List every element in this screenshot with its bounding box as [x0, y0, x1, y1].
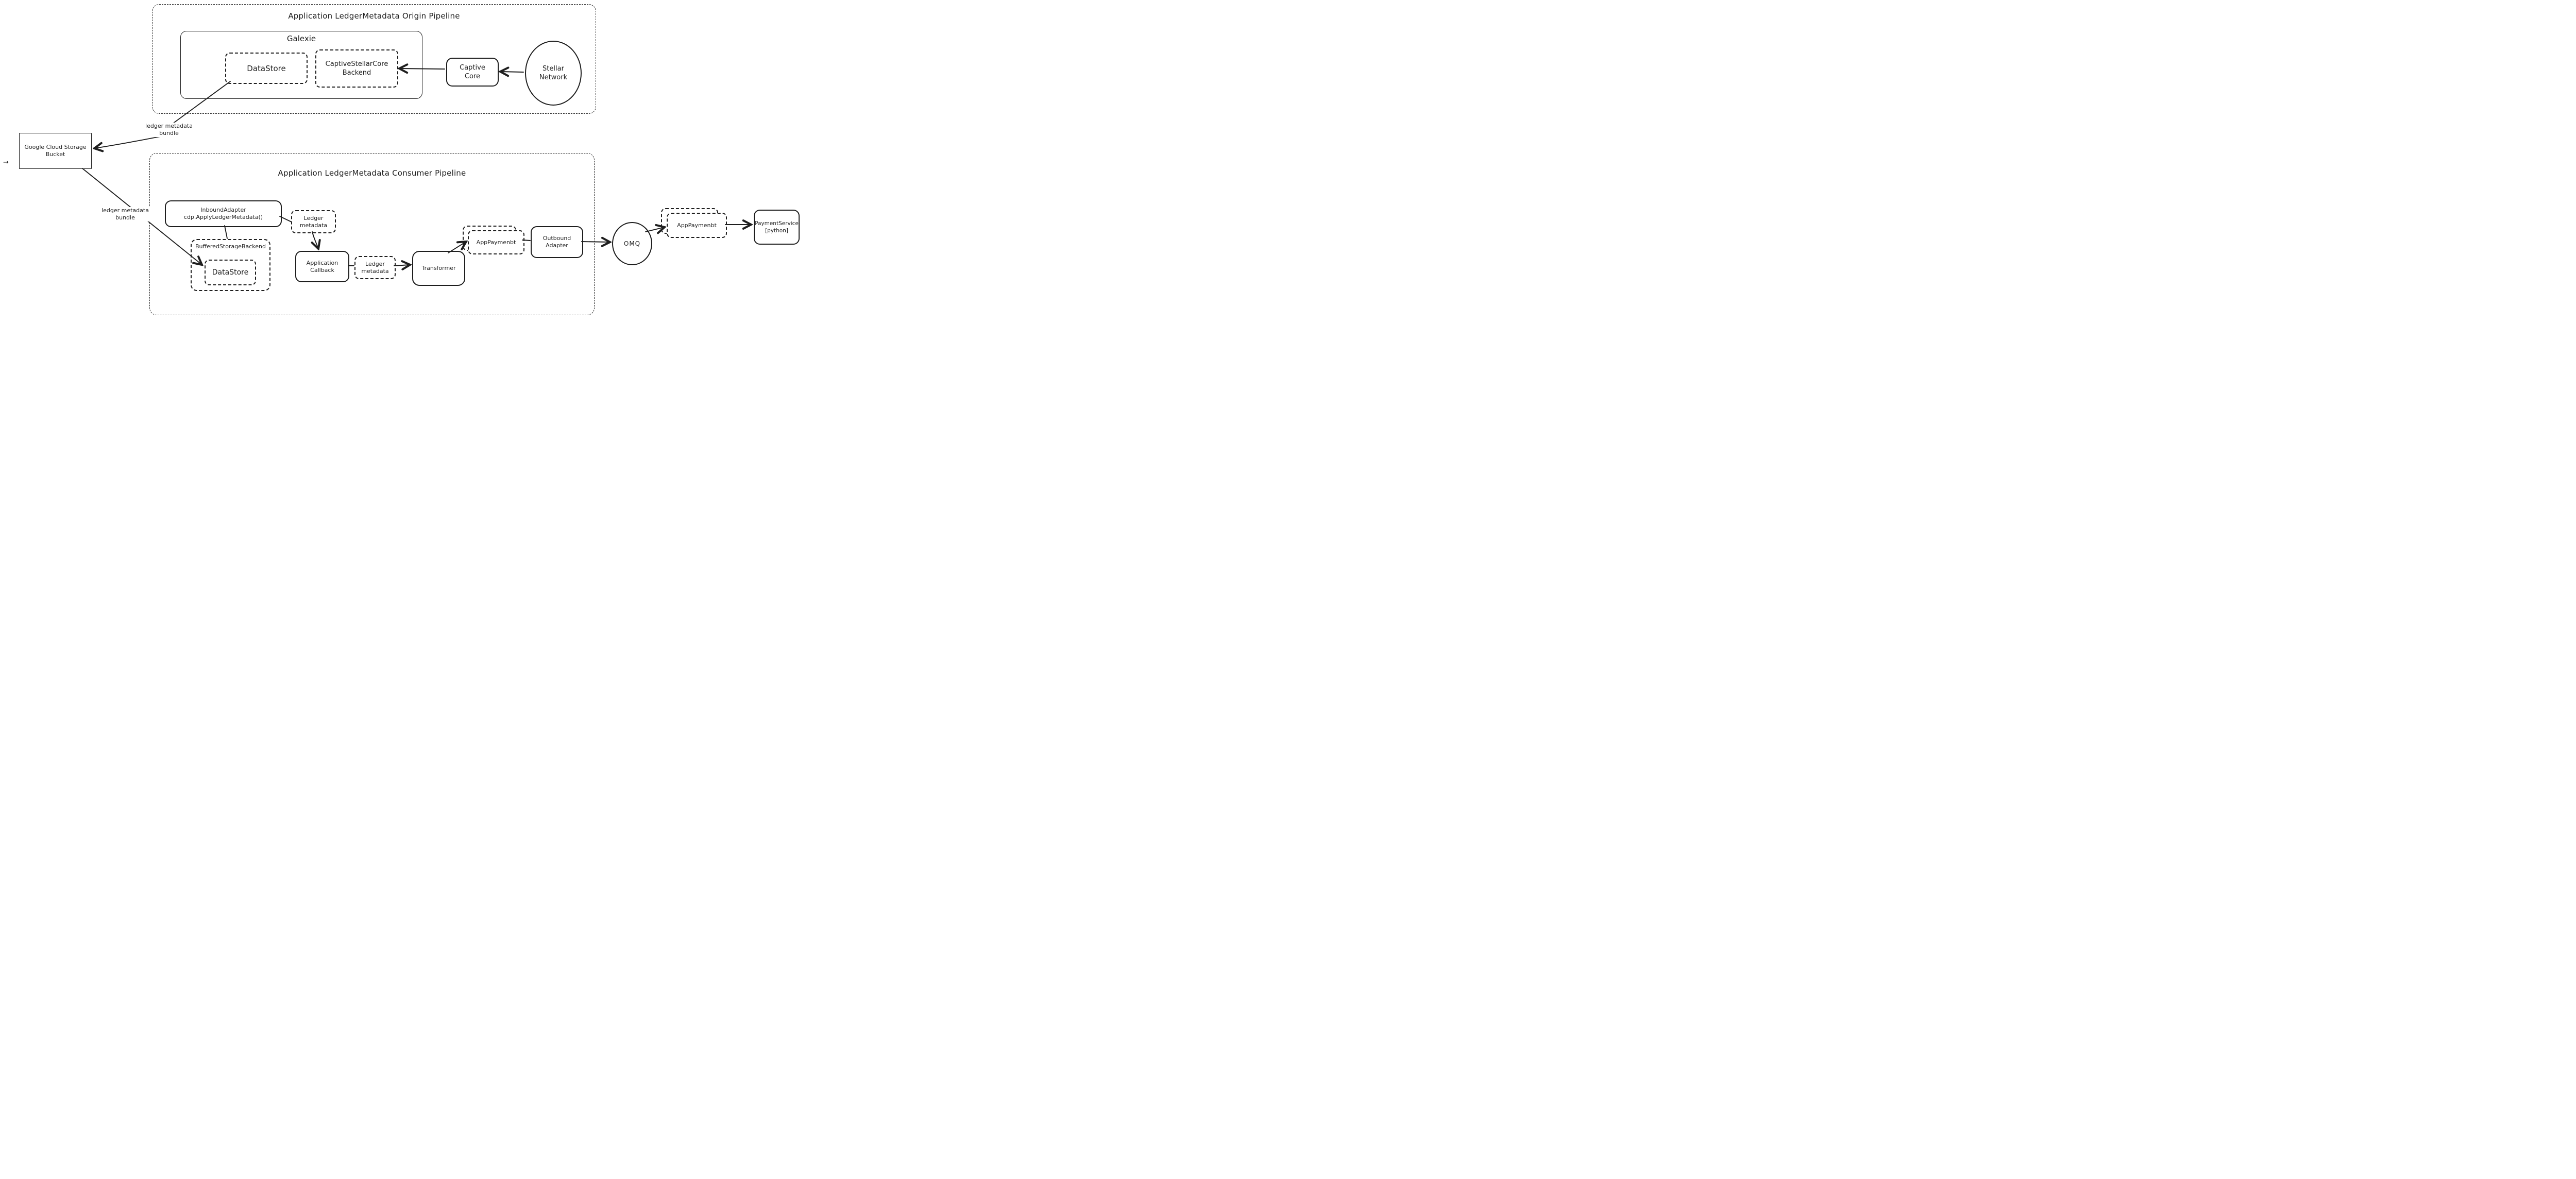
- ledger-metadata-1-line2: metadata: [299, 221, 328, 229]
- app-payment-stack2-front[interactable]: AppPaymenbt: [667, 213, 727, 238]
- ledger-bundle-top-line1: ledger metadata: [145, 123, 193, 129]
- galexie-container[interactable]: Galexie: [180, 31, 422, 99]
- gcs-bucket-box[interactable]: Google Cloud Storage Bucket: [19, 133, 92, 169]
- ledger-bundle-label-top[interactable]: ledger metadata bundle: [139, 123, 199, 137]
- datastore-origin-label: DataStore: [247, 63, 286, 73]
- outbound-adapter-line2: Adapter: [546, 242, 568, 249]
- gcs-bucket-label-line1: Google Cloud Storage: [24, 144, 87, 150]
- stellar-network-label-line1: Stellar: [543, 65, 564, 73]
- app-payment-1-label: AppPaymenbt: [476, 238, 516, 246]
- omq-ellipse[interactable]: OMQ: [612, 222, 652, 265]
- app-payment-2-label: AppPaymenbt: [677, 221, 717, 229]
- consumer-pipeline-title: Application LedgerMetadata Consumer Pipe…: [278, 168, 466, 178]
- gcs-bucket-label-line2: Bucket: [45, 151, 65, 158]
- transformer-label: Transformer: [421, 265, 456, 271]
- buffered-storage-backend-label: BufferedStorageBackend: [195, 243, 266, 250]
- ledger-bundle-top-line2: bundle: [159, 130, 179, 136]
- ledger-bundle-bottom-line2: bundle: [115, 214, 135, 221]
- transformer-box[interactable]: Transformer: [412, 251, 465, 286]
- stellar-network-label-line2: Network: [539, 74, 568, 81]
- outbound-adapter-box[interactable]: Outbound Adapter: [531, 226, 583, 258]
- ledger-metadata-2-line2: metadata: [361, 267, 389, 275]
- datastore-consumer-box[interactable]: DataStore: [205, 260, 256, 285]
- payment-service-box[interactable]: PaymentService [python]: [754, 210, 800, 245]
- omq-label: OMQ: [623, 240, 641, 247]
- ledger-metadata-box-2[interactable]: Ledger metadata: [354, 256, 396, 279]
- inbound-adapter-label-line2: cdp.ApplyLedgerMetadata(): [183, 214, 263, 220]
- origin-pipeline-title: Application LedgerMetadata Origin Pipeli…: [288, 11, 460, 21]
- stellar-network-ellipse[interactable]: Stellar Network: [525, 41, 582, 106]
- ledger-metadata-1-line1: Ledger: [303, 214, 324, 221]
- ledger-metadata-2-line1: Ledger: [365, 260, 385, 267]
- app-payment-stack1-front[interactable]: AppPaymenbt: [468, 230, 524, 254]
- payment-service-line2: [python]: [765, 228, 788, 234]
- galexie-label: Galexie: [286, 34, 316, 43]
- captive-core-box[interactable]: Captive Core: [446, 58, 499, 87]
- origin-pipeline-container[interactable]: Application LedgerMetadata Origin Pipeli…: [152, 4, 596, 114]
- ledger-bundle-bottom-line1: ledger metadata: [101, 207, 149, 214]
- datastore-origin-box[interactable]: DataStore: [225, 53, 308, 84]
- captive-backend-label-line1: CaptiveStellarCore: [325, 60, 388, 68]
- ledger-bundle-label-bottom[interactable]: ledger metadata bundle: [96, 207, 155, 221]
- captive-core-label-line1: Captive: [460, 64, 485, 72]
- ledger-metadata-box-1[interactable]: Ledger metadata: [291, 210, 336, 233]
- application-callback-line1: Application: [306, 259, 338, 266]
- application-callback-line2: Callback: [310, 266, 334, 274]
- captive-backend-label-line2: Backend: [342, 69, 371, 77]
- captive-core-label-line2: Core: [464, 73, 481, 80]
- payment-service-line1: PaymentService: [755, 220, 799, 227]
- outbound-adapter-line1: Outbound: [543, 235, 571, 242]
- inbound-adapter-box[interactable]: InboundAdapter cdp.ApplyLedgerMetadata(): [165, 200, 282, 227]
- inbound-adapter-label-line1: InboundAdapter: [200, 207, 246, 213]
- datastore-consumer-label: DataStore: [212, 268, 249, 277]
- tiny-arrow-glyph[interactable]: →: [3, 159, 9, 166]
- application-callback-box[interactable]: Application Callback: [295, 251, 349, 282]
- diagram-canvas: Application LedgerMetadata Origin Pipeli…: [0, 0, 808, 318]
- captive-stellar-core-backend-box[interactable]: CaptiveStellarCore Backend: [315, 49, 398, 88]
